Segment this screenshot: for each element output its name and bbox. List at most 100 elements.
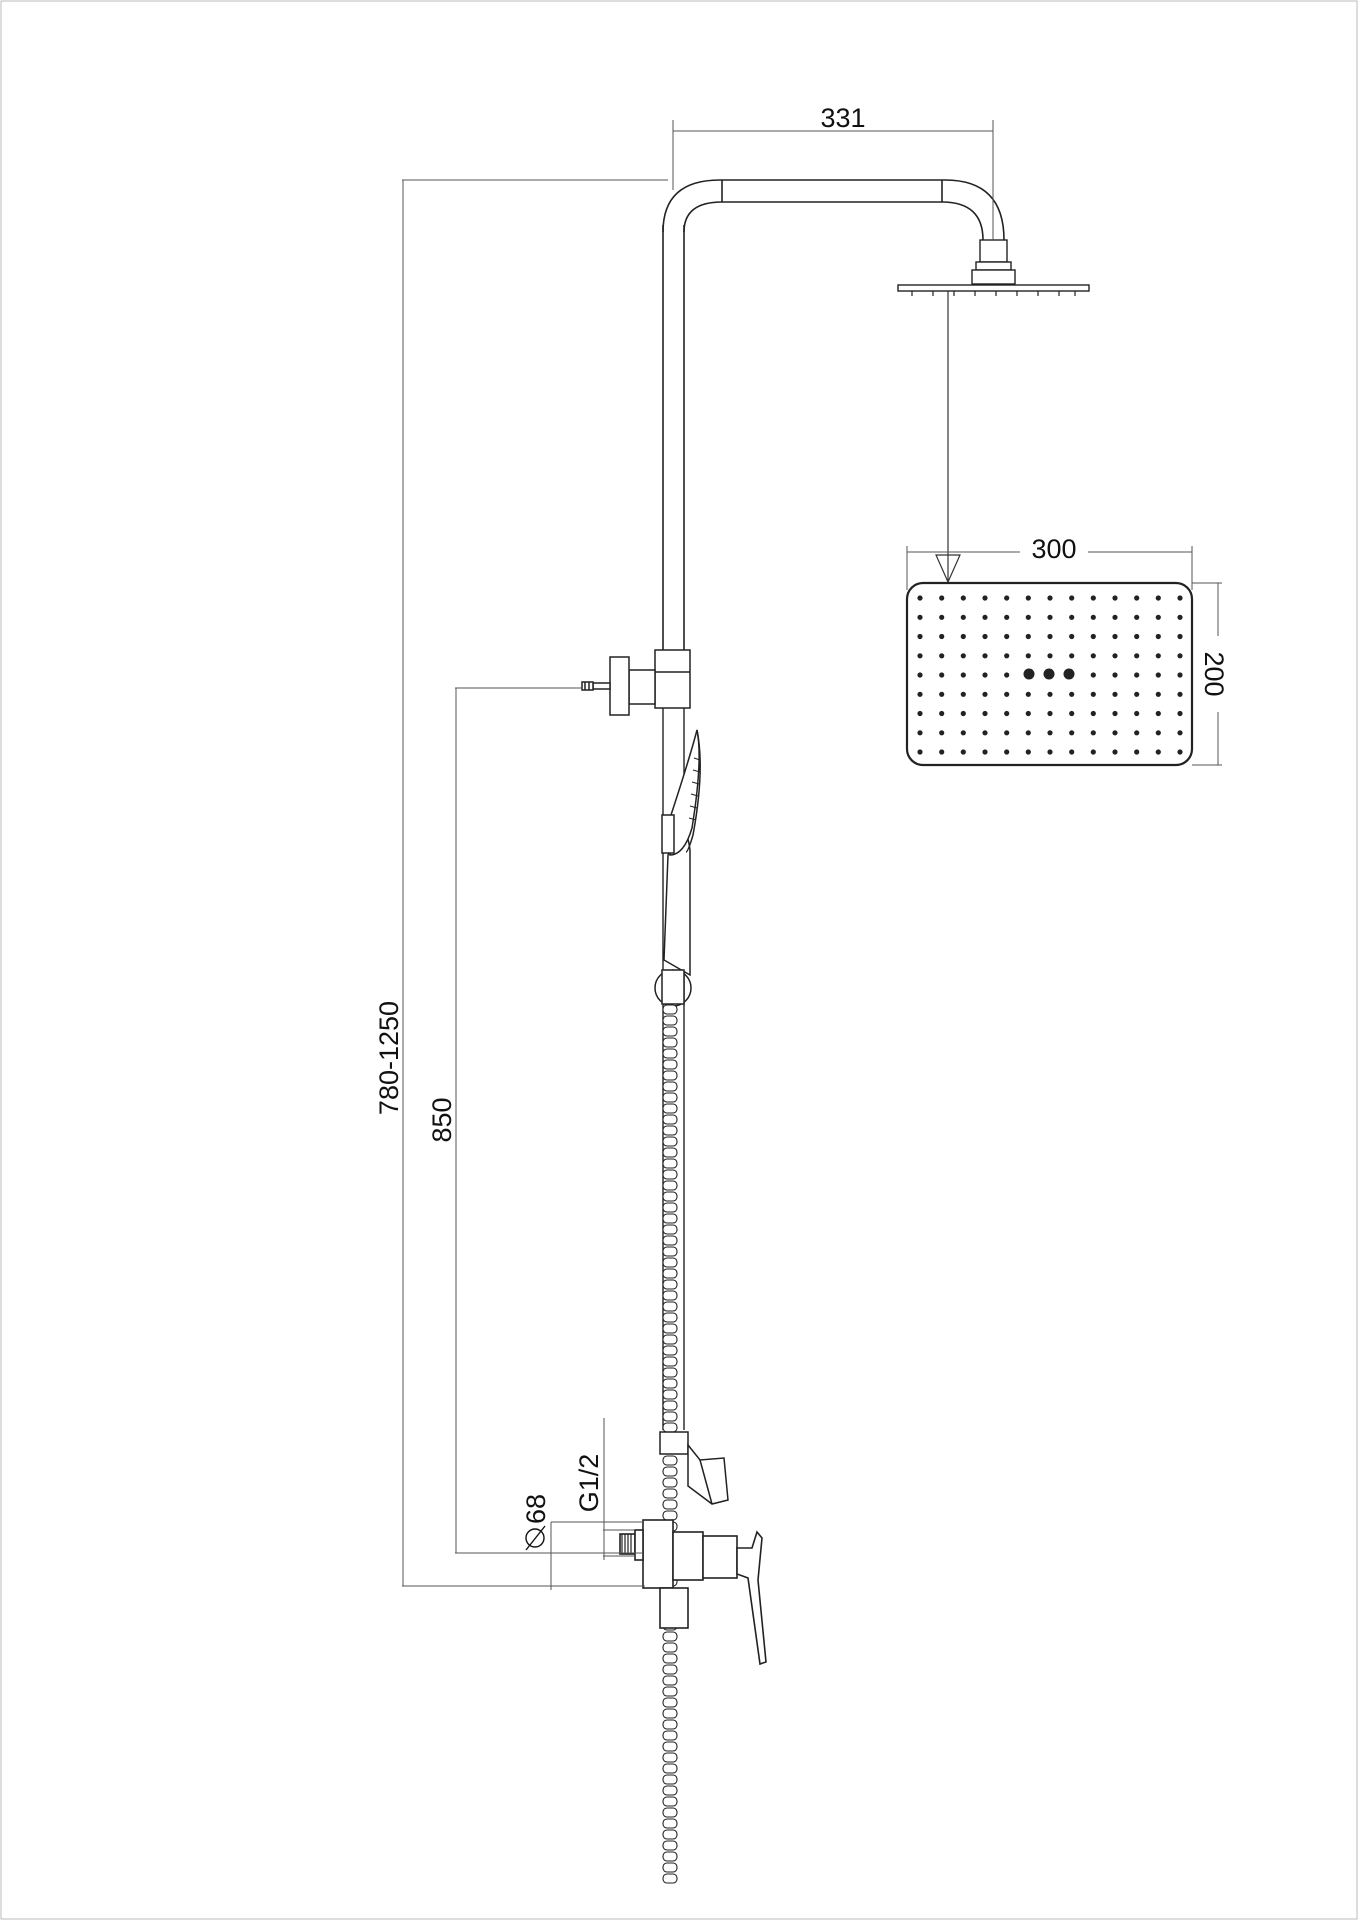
nozzle-dot: [917, 710, 923, 717]
hose-segment: [662, 1862, 678, 1873]
dimension-lines: [402, 120, 1222, 1590]
hose-segment: [662, 1488, 678, 1499]
nozzle-dot: [917, 653, 923, 659]
nozzle-dot: [939, 691, 945, 697]
nozzle-dot: [1047, 710, 1053, 717]
nozzle-dot: [1134, 614, 1140, 620]
nozzle-dot: [1004, 653, 1010, 659]
hose-segment: [662, 1686, 678, 1697]
dim-flange-diameter: 68: [521, 1494, 551, 1524]
dim-head-depth: 200: [1199, 651, 1229, 696]
nozzle-dot: [1025, 614, 1031, 620]
nozzle-dot: [917, 749, 923, 755]
nozzle-dot: [939, 672, 945, 678]
hose-segment: [662, 1411, 678, 1422]
hose-segment: [662, 1400, 678, 1411]
hose-segment: [662, 1840, 678, 1851]
nozzle-dot: [939, 595, 945, 601]
hose-segment: [662, 1873, 678, 1884]
nozzle-dot: [1069, 730, 1075, 736]
nozzle-dot: [960, 710, 966, 717]
hose-segment: [662, 1455, 678, 1466]
hose-segment: [662, 1499, 678, 1510]
nozzle-dot: [1155, 672, 1161, 678]
hose-segment: [662, 1059, 678, 1070]
hose-segment: [662, 1070, 678, 1081]
nozzle-dot: [982, 672, 988, 678]
hose-segment: [662, 1653, 678, 1664]
hose-segment: [662, 1312, 678, 1323]
hose-segment: [662, 1708, 678, 1719]
nozzle-dot: [982, 614, 988, 620]
nozzle-dot: [1090, 653, 1096, 659]
hose-segment: [662, 1191, 678, 1202]
nozzle-dot: [917, 730, 923, 736]
hose-segment: [662, 1741, 678, 1752]
rain-head-top: [905, 581, 1194, 767]
hose-segment: [662, 1290, 678, 1301]
hose-segment: [662, 1235, 678, 1246]
nozzle-dot: [1177, 710, 1183, 717]
nozzle-dot: [917, 633, 923, 640]
nozzle-dot: [1155, 653, 1161, 659]
nozzle-dot: [939, 614, 945, 620]
nozzle-dot: [917, 595, 923, 601]
dim-total-height: 780-1250: [374, 1001, 404, 1115]
nozzle-dot: [1155, 691, 1161, 697]
nozzle-dot: [1004, 614, 1010, 620]
hose-segment: [662, 1422, 678, 1433]
nozzle-dot: [1069, 710, 1075, 717]
nozzle-dot: [1047, 614, 1053, 620]
nozzle-dot: [939, 749, 945, 755]
nozzle-dot: [960, 672, 966, 678]
nozzle-dot: [1025, 730, 1031, 736]
hose-segment: [662, 1752, 678, 1763]
hose-segment: [662, 1169, 678, 1180]
nozzle-dot: [1134, 710, 1140, 717]
nozzle-dot: [1177, 730, 1183, 736]
nozzle-dot: [1069, 633, 1075, 640]
nozzle-dot: [982, 633, 988, 640]
diverter: [659, 1431, 729, 1505]
nozzle-dot: [1047, 691, 1053, 697]
nozzle-dot: [939, 730, 945, 736]
hose-segment: [662, 1719, 678, 1730]
nozzle-dot: [982, 653, 988, 659]
nozzle-dot: [1047, 595, 1053, 601]
nozzle-dot: [1112, 710, 1118, 717]
nozzle-dot: [1112, 614, 1118, 620]
nozzle-dot: [1134, 749, 1140, 755]
nozzle-dot: [960, 730, 966, 736]
hose-segment: [662, 1367, 678, 1378]
hose-segment: [662, 1004, 678, 1015]
dim-head-width: 300: [1031, 534, 1076, 564]
nozzle-dot: [1004, 595, 1010, 601]
dim-mixer-to-bracket: 850: [427, 1097, 457, 1142]
nozzle-dot: [917, 691, 923, 697]
hose-segment: [662, 1224, 678, 1235]
hose-segment: [662, 1213, 678, 1224]
nozzle-dot: [1090, 730, 1096, 736]
nozzle-dot: [960, 614, 966, 620]
hose-segment: [662, 1378, 678, 1389]
mixer-valve: [619, 1519, 767, 1666]
wall-bracket: [581, 649, 691, 716]
nozzle-dot: [1177, 653, 1183, 659]
nozzle-dot: [1134, 633, 1140, 640]
nozzle-dot: [1155, 614, 1161, 620]
nozzle-dot: [1090, 749, 1096, 755]
hose-segment: [662, 1829, 678, 1840]
hand-shower: [661, 729, 701, 977]
hose-segment: [662, 1818, 678, 1829]
nozzle-dot: [1047, 633, 1053, 640]
nozzle-dot: [1069, 614, 1075, 620]
nozzle-dot: [1177, 595, 1183, 601]
hose-segment: [662, 1257, 678, 1268]
hose-segment: [662, 1477, 678, 1488]
nozzle-dot: [1004, 730, 1010, 736]
nozzle-dot: [1112, 633, 1118, 640]
hose-segment: [662, 1774, 678, 1785]
hose-segment: [662, 1389, 678, 1400]
